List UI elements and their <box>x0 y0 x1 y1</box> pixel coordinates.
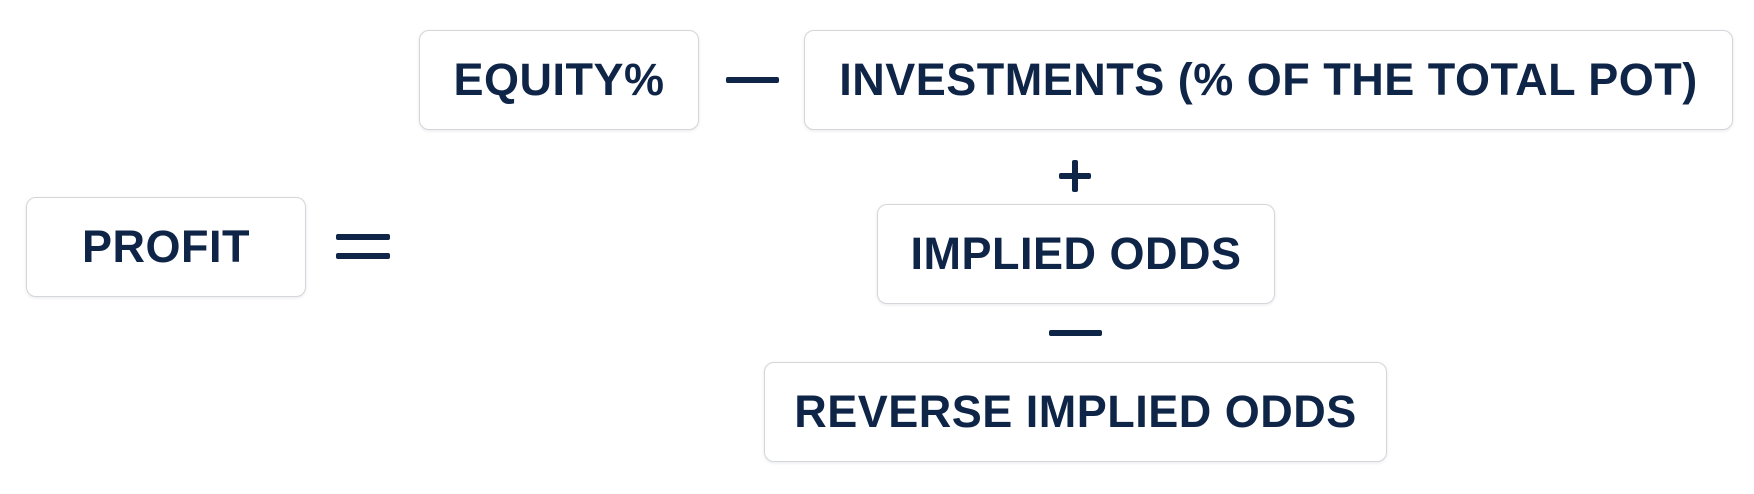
equals-sign-top-bar <box>336 234 390 240</box>
profit-term-box: PROFIT <box>26 197 306 297</box>
implied-odds-term-box: IMPLIED ODDS <box>877 204 1275 304</box>
minus-sign-equity-investments <box>726 77 779 83</box>
reverse-implied-odds-term-box: REVERSE IMPLIED ODDS <box>764 362 1387 462</box>
plus-sign-vertical-bar <box>1072 160 1078 192</box>
investments-term-box: INVESTMENTS (% OF THE TOTAL POT) <box>804 30 1733 130</box>
equals-sign-bottom-bar <box>336 253 390 259</box>
equity-term-box: EQUITY% <box>419 30 699 130</box>
minus-sign-reverse-implied-odds <box>1049 330 1102 336</box>
